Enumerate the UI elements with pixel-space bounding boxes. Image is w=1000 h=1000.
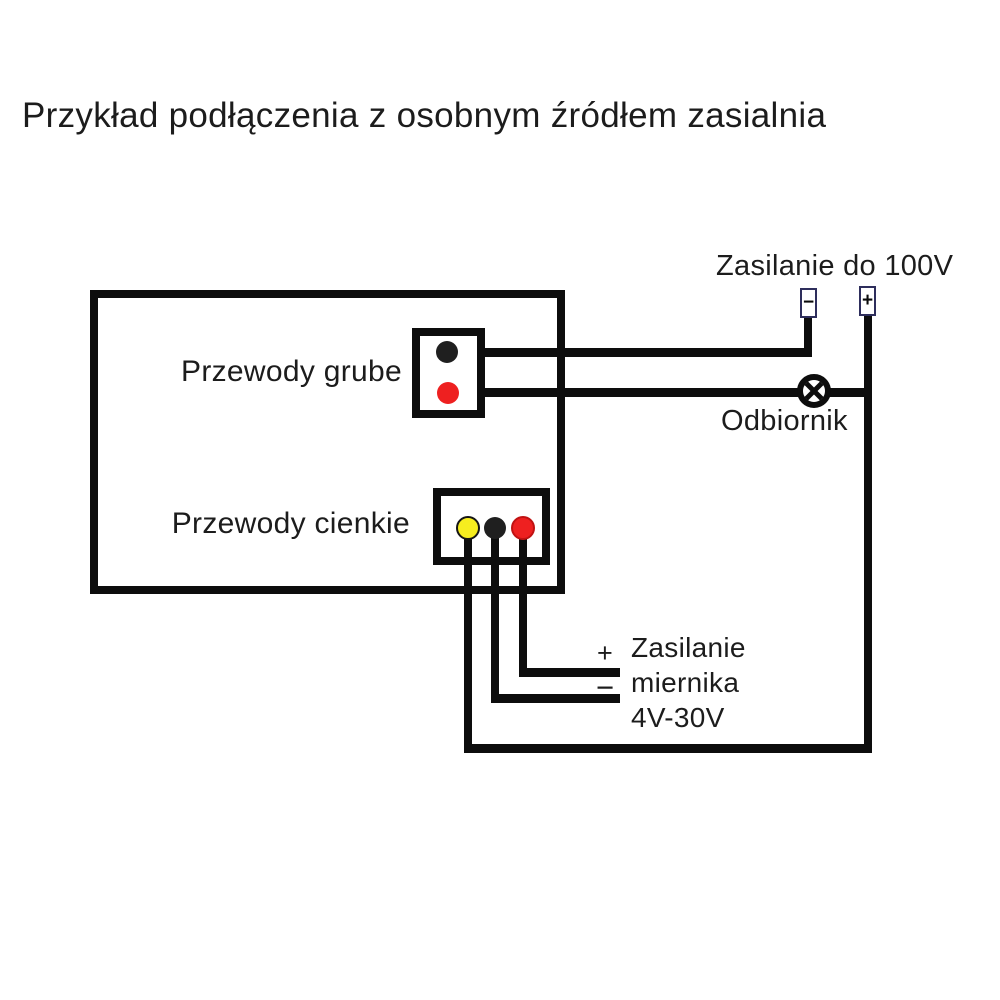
meter-supply-line3: 4V-30V: [631, 702, 725, 733]
red-wire-horizontal: [519, 668, 620, 677]
thick-wires-label: Przewody grube: [181, 355, 402, 388]
black-wire-horizontal: [491, 694, 620, 703]
thin-red-terminal-dot: [511, 516, 535, 540]
minus-terminal-lead: [804, 316, 812, 357]
meter-supply-plus-sign: +: [597, 638, 613, 668]
page-title: Przykład podłączenia z osobnym źródłem z…: [22, 96, 827, 135]
thick-red-terminal-dot: [437, 382, 459, 404]
supply-minus-terminal: −: [800, 288, 817, 318]
minus-symbol: −: [802, 292, 815, 313]
thick-red-wire: [448, 388, 872, 397]
supply-plus-terminal: +: [859, 286, 876, 316]
thick-black-wire: [447, 348, 812, 357]
plus-symbol: +: [861, 290, 874, 311]
thin-wires-label: Przewody cienkie: [171, 507, 410, 540]
supply-voltage-label: Zasilanie do 100V: [716, 250, 954, 282]
device-outline: [90, 290, 565, 594]
load-label: Odbiornik: [721, 405, 848, 437]
meter-supply-minus-sign: −: [596, 670, 615, 705]
thin-black-terminal-dot: [484, 517, 506, 539]
yellow-wire-vertical: [464, 528, 472, 753]
red-wire-vertical: [519, 528, 527, 677]
thick-black-terminal-dot: [436, 341, 458, 363]
plus-terminal-lead: [864, 314, 872, 752]
meter-supply-label: Zasilanie miernika 4V-30V: [631, 630, 746, 735]
black-wire-vertical: [491, 528, 499, 703]
lamp-icon: [797, 374, 831, 408]
meter-supply-line2: miernika: [631, 667, 740, 698]
yellow-wire-bottom: [464, 744, 872, 753]
thin-yellow-terminal-dot: [456, 516, 480, 540]
meter-supply-line1: Zasilanie: [631, 632, 746, 663]
